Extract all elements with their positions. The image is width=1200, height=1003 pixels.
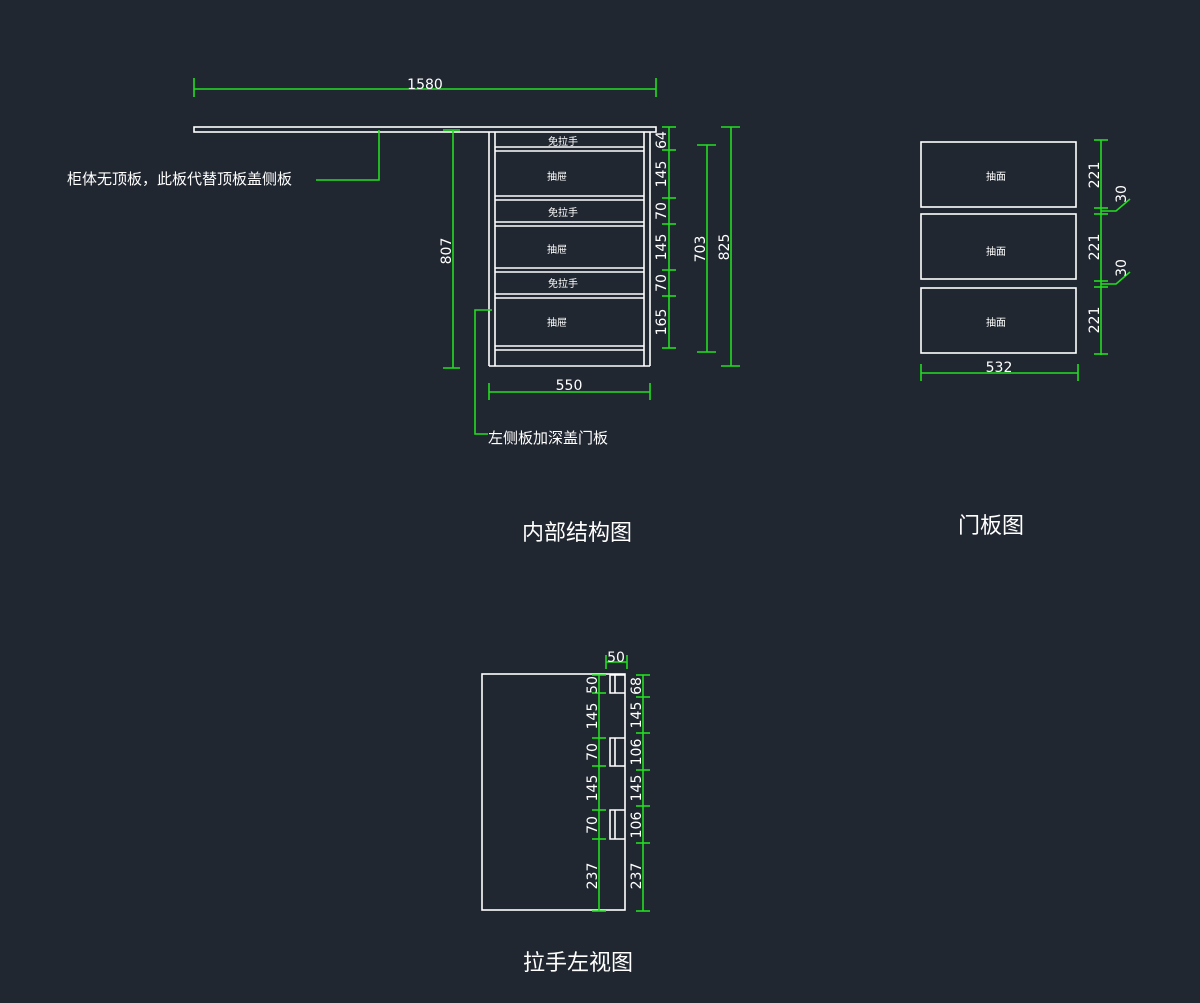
door-panel-1 — [920, 141, 1077, 208]
handle-top-dim: 50 — [607, 650, 625, 666]
door-label-1: 抽面 — [986, 170, 1006, 183]
dim-550: 550 — [556, 378, 583, 394]
row-label-handleless-1: 免拉手 — [548, 135, 578, 148]
dim-145-a: 145 — [654, 161, 670, 188]
handle-left-view: 50 50 145 70 145 70 237 68 1 — [481, 650, 650, 976]
handle-left-dim-3: 70 — [585, 743, 601, 761]
title-handle-left-view: 拉手左视图 — [523, 951, 633, 976]
dim-64: 64 — [654, 131, 670, 149]
dim-70-a: 70 — [654, 202, 670, 220]
dim-807: 807 — [439, 238, 455, 265]
dim-165: 165 — [654, 309, 670, 336]
door-height-1: 221 — [1087, 162, 1103, 189]
handle-left-dim-1: 50 — [585, 676, 601, 694]
handle-profiles — [609, 674, 625, 840]
handle-left-dim-4: 145 — [585, 775, 601, 802]
row-label-drawer-3: 抽屉 — [547, 316, 567, 329]
handle-left-dim-2: 145 — [585, 703, 601, 730]
title-internal-structure: 内部结构图 — [522, 521, 632, 546]
handle-right-dim-5: 106 — [629, 812, 645, 839]
door-label-3: 抽面 — [986, 316, 1006, 329]
leader-left-side — [474, 309, 492, 435]
handle-left-dim-6: 237 — [585, 863, 601, 890]
handle-right-dim-4: 145 — [629, 775, 645, 802]
dim-70-b: 70 — [654, 274, 670, 292]
door-gap-1: 30 — [1114, 185, 1130, 203]
dim-145-b: 145 — [654, 234, 670, 261]
handle-right-dim-6: 237 — [629, 863, 645, 890]
door-dim-ticks — [1094, 139, 1131, 355]
handle-right-dim-3: 106 — [629, 739, 645, 766]
door-panel-view: 抽面 抽面 抽面 221 221 221 30 30 532 门板图 — [920, 139, 1131, 539]
stack-ticks — [662, 126, 676, 349]
handle-right-ticks — [636, 674, 650, 912]
door-panel-3 — [920, 287, 1077, 354]
title-door-panel: 门板图 — [958, 514, 1024, 539]
handle-right-dim-2: 145 — [629, 702, 645, 729]
dim-703: 703 — [693, 236, 709, 263]
top-board — [193, 126, 657, 133]
handle-left-ticks — [592, 674, 606, 912]
leader-top-board — [316, 130, 380, 181]
internal-structure-view: 1580 免拉手 抽屉 免拉手 抽屉 免拉手 抽屉 — [67, 77, 740, 546]
door-gap-2: 30 — [1114, 259, 1130, 277]
door-width: 532 — [986, 360, 1013, 376]
row-label-drawer-2: 抽屉 — [547, 243, 567, 256]
note-top-board: 柜体无顶板，此板代替顶板盖侧板 — [67, 170, 292, 188]
shelf-lines — [495, 146, 644, 351]
handle-left-dim-5: 70 — [585, 816, 601, 834]
row-label-handleless-2: 免拉手 — [548, 206, 578, 219]
note-left-side: 左侧板加深盖门板 — [488, 429, 608, 447]
row-label-drawer-1: 抽屉 — [547, 170, 567, 183]
row-label-handleless-3: 免拉手 — [548, 277, 578, 290]
handle-side-panel — [481, 673, 626, 911]
handle-right-dim-1: 68 — [629, 677, 645, 695]
door-label-2: 抽面 — [986, 245, 1006, 258]
dim-825: 825 — [717, 234, 733, 261]
door-height-2: 221 — [1087, 234, 1103, 261]
door-panel-2 — [920, 213, 1077, 280]
dim-1580: 1580 — [407, 77, 443, 93]
door-height-3: 221 — [1087, 307, 1103, 334]
